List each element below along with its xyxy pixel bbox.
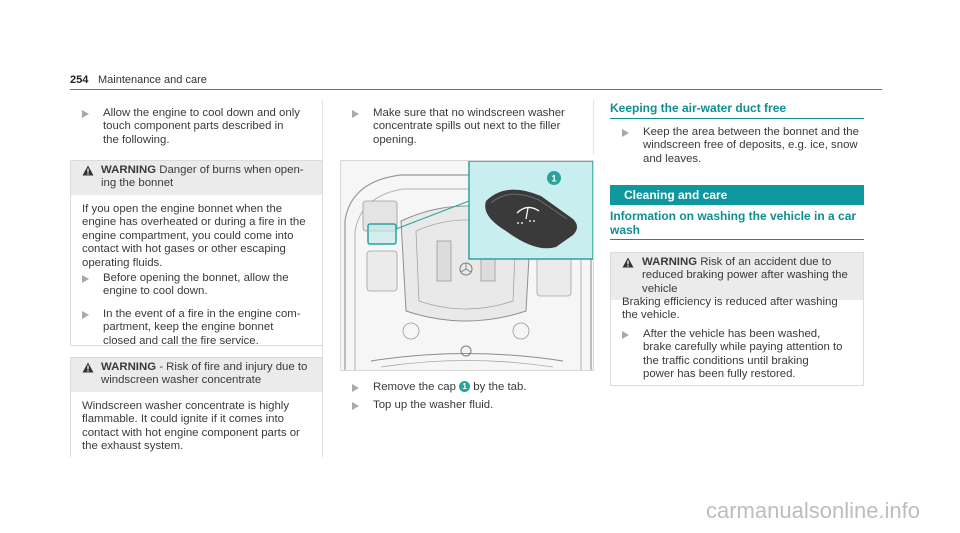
- bullet-text: Allow the engine to cool down and only: [103, 107, 300, 119]
- warning-label: WARNING: [101, 361, 157, 373]
- step-text: Remove the cap: [373, 381, 460, 393]
- bullet-arrow-icon: [82, 275, 89, 283]
- body-line: operating fluids.: [82, 256, 163, 269]
- body-line: contact with hot gases or other escaping: [82, 243, 286, 256]
- bullet-text: partment, keep the engine bonnet: [103, 321, 274, 334]
- body-line: If you open the engine bonnet when the: [82, 203, 283, 215]
- figure-callout-number: 1: [551, 174, 556, 184]
- section-title: Maintenance and care: [98, 74, 207, 86]
- engine-bay-figure: 1: [340, 160, 594, 371]
- warning-title-text: Danger of burns when open-: [156, 164, 304, 176]
- warning-box-burns: [70, 160, 323, 346]
- body-line: the exhaust system.: [82, 440, 184, 453]
- warning-triangle-icon: [82, 362, 94, 373]
- body-line: contact with hot engine component parts …: [82, 426, 300, 439]
- body-line: Windscreen washer concentrate is highly: [82, 400, 290, 412]
- warning-title: WARNING - Risk of fire and injury due to…: [101, 361, 321, 388]
- warning-title: WARNING Risk of an accident due to reduc…: [642, 256, 862, 296]
- bullet-text: concentrate spills out next to the fille…: [373, 120, 561, 133]
- step-text: Top up the washer fluid.: [373, 399, 494, 411]
- heading-underline: [610, 118, 864, 119]
- bullet-fire: In the event of a fire in the engine com…: [82, 308, 301, 348]
- warning-triangle-icon: [82, 165, 94, 176]
- warning-label: WARNING: [642, 256, 698, 268]
- bullet-arrow-icon: [352, 402, 359, 410]
- bullet-text: Keep the area between the bonnet and the: [643, 126, 859, 138]
- warning-title: WARNING Danger of burns when open- ing t…: [101, 164, 321, 191]
- warning-header: [71, 161, 322, 195]
- warning-body: Windscreen washer concentrate is highly …: [82, 400, 300, 454]
- body-line: the vehicle.: [622, 309, 680, 322]
- bullet-text: the traffic conditions until braking: [643, 354, 809, 367]
- watermark: carmanualsonline.info: [706, 498, 921, 523]
- bullet-text: After the vehicle has been washed,: [643, 328, 821, 340]
- step-top-up: Top up the washer fluid.: [352, 399, 493, 412]
- warning-header: [71, 358, 322, 392]
- step-text: by the tab.: [470, 381, 527, 393]
- bullet-text: engine to cool down.: [103, 285, 208, 298]
- bullet-text: power has been fully restored.: [643, 368, 796, 381]
- column-divider: [593, 100, 594, 155]
- heading-underline: [610, 239, 864, 240]
- bullet-arrow-icon: [352, 384, 359, 392]
- bullet-no-spill: Make sure that no windscreen washer conc…: [352, 107, 565, 147]
- warning-box-braking: [610, 252, 864, 386]
- warning-body: If you open the engine bonnet when the e…: [82, 203, 306, 270]
- body-line: Braking efficiency is reduced after wash…: [622, 296, 838, 308]
- warning-header: [611, 253, 863, 300]
- bullet-arrow-icon: [82, 110, 89, 118]
- heading-car-wash: Information on washing the vehicle in a …: [610, 209, 856, 237]
- bullet-keep-clear: Keep the area between the bonnet and the…: [622, 126, 859, 166]
- bullet-text: opening.: [373, 133, 417, 146]
- callout-marker: 1: [459, 381, 471, 392]
- warning-title-text: windscreen washer concentrate: [101, 374, 262, 387]
- warning-title-text: vehicle: [642, 282, 678, 295]
- bullet-text: and leaves.: [643, 152, 702, 165]
- warning-title-text: reduced braking power after washing the: [642, 269, 848, 282]
- warning-box-fire: [70, 357, 323, 457]
- body-line: engine has overheated or during a fire i…: [82, 216, 306, 229]
- bullet-text: In the event of a fire in the engine com…: [103, 308, 301, 320]
- bullet-text: touch component parts described in: [103, 120, 284, 133]
- step-remove-cap: Remove the cap 1 by the tab.: [352, 381, 526, 394]
- warning-label: WARNING: [101, 164, 157, 176]
- bullet-before-opening: Before opening the bonnet, allow the eng…: [82, 272, 289, 299]
- body-line: engine compartment, you could come into: [82, 229, 294, 242]
- bullet-text: the following.: [103, 133, 170, 146]
- header-rule: [70, 89, 882, 90]
- warning-title-text: ing the bonnet: [101, 177, 174, 190]
- bullet-text: Before opening the bonnet, allow the: [103, 272, 289, 284]
- bullet-arrow-icon: [82, 311, 89, 319]
- bullet-text: closed and call the fire service.: [103, 334, 259, 347]
- bullet-cool-engine: Allow the engine to cool down and only t…: [82, 107, 300, 147]
- warning-body: Braking efficiency is reduced after wash…: [622, 296, 838, 323]
- bullet-arrow-icon: [622, 129, 629, 137]
- bullet-text: Make sure that no windscreen washer: [373, 107, 565, 119]
- section-bar-cleaning: Cleaning and care: [610, 185, 864, 205]
- warning-triangle-icon: [622, 257, 634, 268]
- warning-title-text: - Risk of fire and injury due to: [156, 361, 308, 373]
- heading-air-water-duct: Keeping the air-water duct free: [610, 101, 787, 115]
- bullet-arrow-icon: [622, 331, 629, 339]
- engine-bay-illustration: 1: [341, 161, 593, 370]
- warning-title-text: Risk of an accident due to: [697, 256, 832, 268]
- body-line: flammable. It could ignite if it comes i…: [82, 413, 284, 426]
- heading-line: Information on washing the vehicle in a …: [610, 209, 857, 223]
- page-number: 254: [70, 74, 89, 86]
- bullet-arrow-icon: [352, 110, 359, 118]
- bullet-brake-carefully: After the vehicle has been washed, brake…: [622, 328, 842, 382]
- bullet-text: brake carefully while paying attention t…: [643, 341, 843, 354]
- heading-line: wash: [610, 223, 641, 237]
- bullet-text: windscreen free of deposits, e.g. ice, s…: [643, 139, 858, 152]
